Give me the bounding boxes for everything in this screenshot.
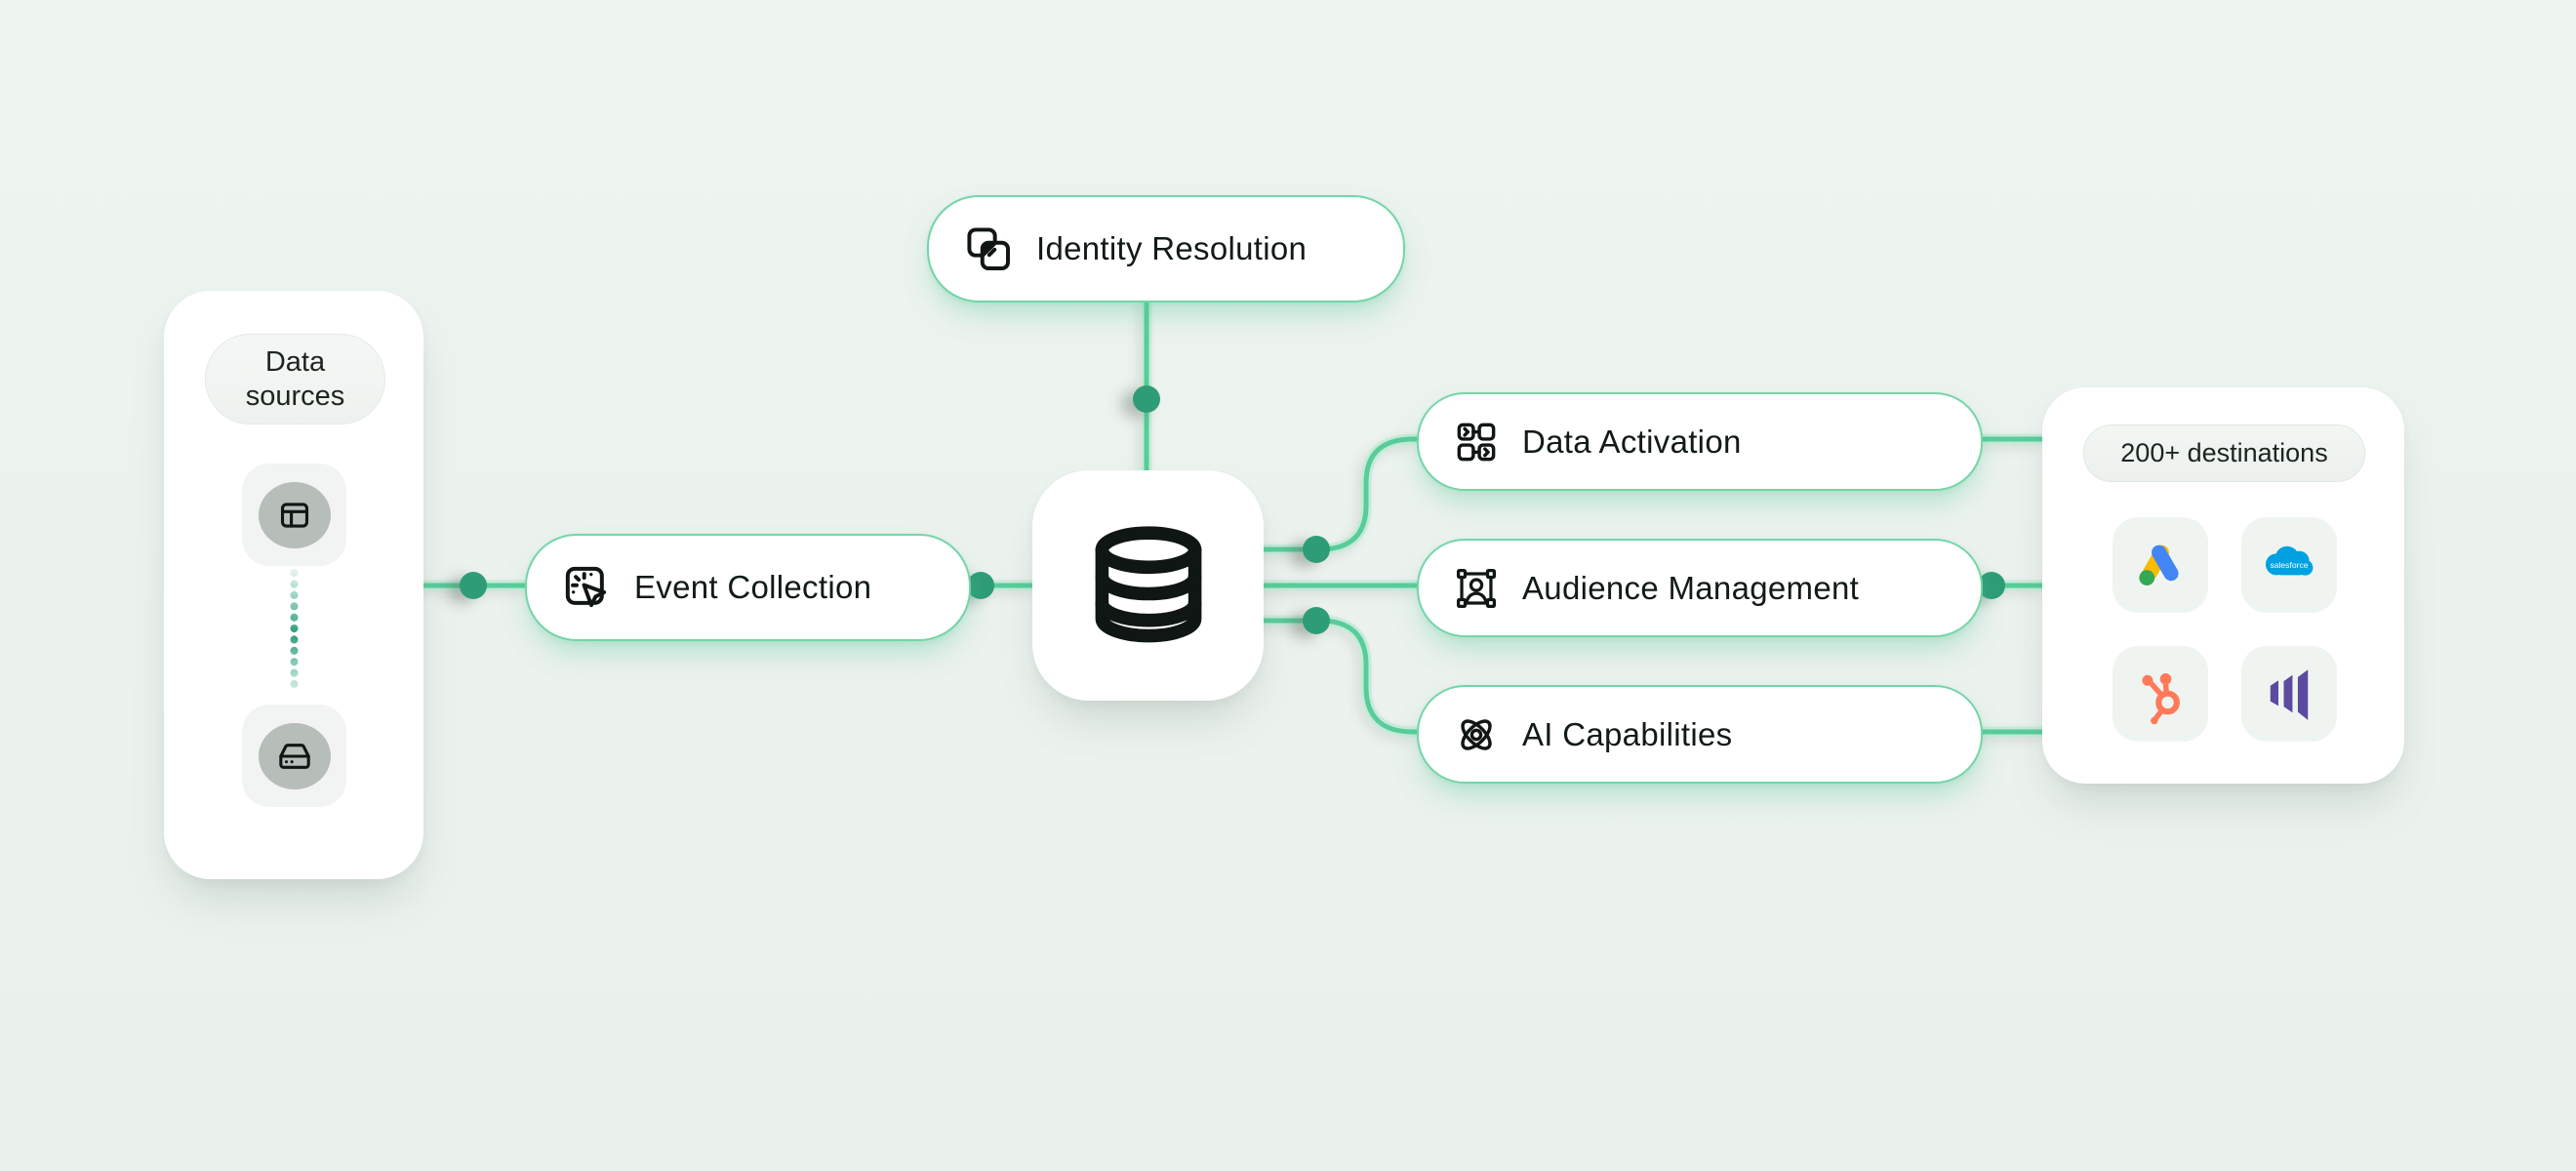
connector-database-to-ai-capabilities bbox=[1258, 615, 1423, 738]
source-icon-blob bbox=[258, 481, 331, 548]
svg-text:salesforce: salesforce bbox=[2270, 560, 2308, 570]
destination-tile-marketo bbox=[2241, 646, 2337, 742]
connector-dot bbox=[1303, 536, 1330, 563]
connector-dots bbox=[460, 385, 2005, 634]
google-ads-logo-icon bbox=[2139, 545, 2179, 586]
cursor-click-icon bbox=[562, 563, 611, 612]
database-icon bbox=[1095, 526, 1201, 643]
database-node bbox=[1032, 470, 1264, 701]
hubspot-logo-icon bbox=[2142, 673, 2180, 725]
destination-tile-salesforce: salesforce bbox=[2241, 517, 2337, 613]
connector-dot bbox=[1303, 607, 1330, 634]
destinations-count-pill: 200+ destinations bbox=[2083, 424, 2365, 482]
overlapping-squares-icon bbox=[964, 224, 1013, 273]
connector-dot bbox=[460, 572, 487, 599]
identity-resolution-node: Identity Resolution bbox=[927, 195, 1405, 303]
atom-icon bbox=[1454, 712, 1499, 757]
connector-dot bbox=[967, 572, 994, 599]
data-sources-card: Data sources bbox=[164, 291, 423, 879]
connector-dot bbox=[1133, 385, 1160, 413]
browser-window-icon bbox=[280, 502, 308, 528]
data-sources-label-pill: Data sources bbox=[205, 334, 385, 424]
marketo-logo-icon bbox=[2270, 669, 2309, 720]
hard-drive-icon bbox=[278, 743, 310, 769]
data-source-tile-server bbox=[242, 705, 346, 807]
salesforce-logo-icon: salesforce bbox=[2265, 545, 2314, 576]
audience-management-label: Audience Management bbox=[1522, 569, 1860, 606]
data-source-tile-web bbox=[242, 464, 346, 566]
destination-tile-google-ads bbox=[2113, 517, 2208, 613]
connector-dot bbox=[1978, 572, 2005, 599]
dotted-connector bbox=[290, 569, 299, 698]
data-activation-node: Data Activation bbox=[1417, 392, 1983, 491]
connector-database-to-data-activation bbox=[1258, 433, 1423, 555]
event-collection-label: Event Collection bbox=[634, 569, 872, 605]
data-sources-label: Data sources bbox=[245, 345, 345, 412]
ai-capabilities-node: AI Capabilities bbox=[1417, 685, 1983, 784]
person-selection-icon bbox=[1454, 566, 1499, 611]
event-collection-node: Event Collection bbox=[525, 534, 971, 641]
destinations-card: 200+ destinations salesforce bbox=[2042, 387, 2404, 784]
data-activation-label: Data Activation bbox=[1522, 423, 1742, 460]
connected-blocks-icon bbox=[1454, 420, 1499, 464]
identity-resolution-label: Identity Resolution bbox=[1036, 230, 1308, 266]
source-icon-blob bbox=[258, 722, 331, 789]
audience-management-node: Audience Management bbox=[1417, 539, 1983, 637]
destination-tile-hubspot bbox=[2113, 646, 2208, 742]
ai-capabilities-label: AI Capabilities bbox=[1522, 715, 1733, 752]
